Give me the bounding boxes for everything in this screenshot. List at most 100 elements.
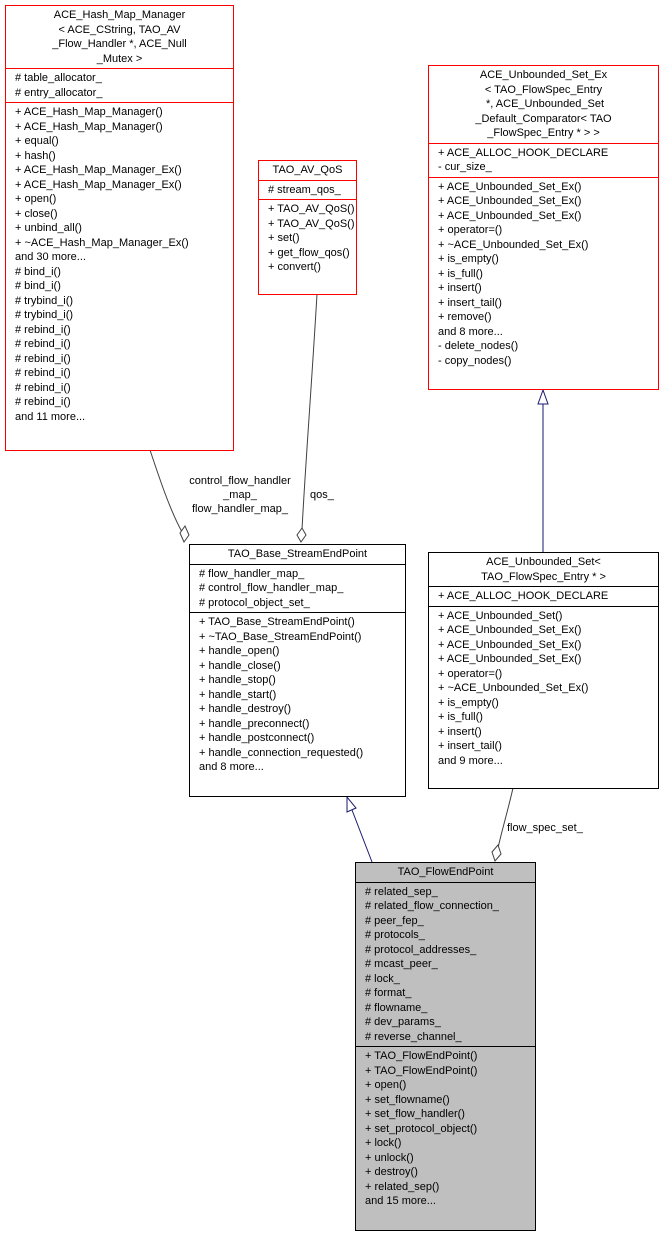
class-ace-hash-map-manager[interactable]: ACE_Hash_Map_Manager< ACE_CString, TAO_A…	[5, 5, 234, 451]
attribute-item[interactable]: # related_sep_	[365, 885, 438, 898]
method-item[interactable]: + ~TAO_Base_StreamEndPoint()	[199, 630, 362, 643]
method-item[interactable]: + ACE_Unbounded_Set_Ex()	[438, 209, 582, 222]
method-item[interactable]: + TAO_FlowEndPoint()	[365, 1050, 478, 1062]
attribute-item[interactable]: # protocols_	[365, 929, 425, 941]
attribute-item[interactable]: + ACE_ALLOC_HOOK_DECLARE	[438, 590, 609, 602]
method-item[interactable]: and 8 more...	[438, 325, 503, 338]
method-item[interactable]: + is_empty()	[438, 253, 499, 265]
class-name-line: ACE_Unbounded_Set<	[486, 556, 601, 568]
attribute-item[interactable]: # lock_	[365, 972, 400, 985]
method-item[interactable]: + unlock()	[365, 1151, 414, 1164]
method-item[interactable]: + set_flowname()	[365, 1093, 450, 1106]
method-item[interactable]: and 30 more...	[15, 251, 86, 263]
method-item[interactable]: + operator=()	[438, 224, 503, 236]
method-item[interactable]: + set_protocol_object()	[365, 1122, 478, 1135]
method-item[interactable]: # bind_i()	[15, 265, 61, 278]
attribute-item[interactable]: # protocol_object_set_	[199, 596, 310, 609]
attribute-item[interactable]: # flowname_	[365, 1001, 428, 1014]
method-item[interactable]: + insert_tail()	[438, 296, 502, 309]
method-item[interactable]: + TAO_AV_QoS()	[268, 217, 355, 230]
method-item[interactable]: # trybind_i()	[15, 309, 74, 321]
attribute-item[interactable]: # format_	[365, 987, 412, 999]
method-item[interactable]: + set()	[268, 232, 300, 244]
class-tao-flowendpoint[interactable]: TAO_FlowEndPoint# related_sep_# related_…	[355, 862, 536, 1231]
method-item[interactable]: + insert()	[438, 282, 482, 294]
attribute-item[interactable]: # entry_allocator_	[15, 86, 103, 99]
method-item[interactable]: + operator=()	[438, 667, 503, 680]
attribute-item[interactable]: - cur_size_	[438, 161, 492, 173]
method-item[interactable]: # rebind_i()	[15, 352, 71, 365]
method-item[interactable]: + convert()	[268, 261, 321, 273]
method-item[interactable]: + insert()	[438, 725, 482, 738]
attribute-item[interactable]: # flow_handler_map_	[199, 567, 305, 580]
attribute-item[interactable]: # dev_params_	[365, 1016, 441, 1028]
method-item[interactable]: + ACE_Unbounded_Set_Ex()	[438, 195, 582, 207]
class-tao-base-streamendpoint[interactable]: TAO_Base_StreamEndPoint# flow_handler_ma…	[189, 544, 406, 797]
method-item[interactable]: + ACE_Hash_Map_Manager()	[15, 120, 163, 133]
method-item[interactable]: - copy_nodes()	[438, 354, 512, 367]
method-item[interactable]: + ACE_Unbounded_Set_Ex()	[438, 638, 582, 651]
attribute-item[interactable]: # reverse_channel_	[365, 1030, 462, 1043]
attribute-item[interactable]: # table_allocator_	[15, 72, 102, 84]
method-item[interactable]: + is_empty()	[438, 696, 499, 709]
attribute-item[interactable]: # related_flow_connection_	[365, 900, 499, 912]
method-item[interactable]: + ACE_Hash_Map_Manager_Ex()	[15, 164, 182, 176]
class-ace-unbounded-set-ex[interactable]: ACE_Unbounded_Set_Ex< TAO_FlowSpec_Entry…	[428, 65, 659, 390]
method-item[interactable]: + ACE_Hash_Map_Manager()	[15, 106, 163, 118]
method-item[interactable]: and 15 more...	[365, 1195, 436, 1207]
method-item[interactable]: + ~ACE_Unbounded_Set_Ex()	[438, 682, 589, 694]
method-item[interactable]: # rebind_i()	[15, 367, 71, 379]
method-item[interactable]: + handle_preconnect()	[199, 717, 310, 730]
method-item[interactable]: + get_flow_qos()	[268, 246, 350, 259]
method-item[interactable]: + handle_postconnect()	[199, 732, 315, 744]
method-item[interactable]: + ACE_Unbounded_Set()	[438, 609, 563, 622]
attribute-item[interactable]: + ACE_ALLOC_HOOK_DECLARE	[438, 146, 609, 159]
method-item[interactable]: + handle_connection_requested()	[199, 746, 364, 759]
method-item[interactable]: # bind_i()	[15, 280, 61, 292]
method-item[interactable]: + set_flow_handler()	[365, 1108, 465, 1120]
method-item[interactable]: + ~ACE_Unbounded_Set_Ex()	[438, 238, 589, 251]
method-item[interactable]: + equal()	[15, 135, 59, 147]
class-tao-av-qos[interactable]: TAO_AV_QoS# stream_qos_+ TAO_AV_QoS()+ T…	[258, 160, 357, 295]
method-item[interactable]: + open()	[365, 1079, 407, 1091]
method-item[interactable]: + is_full()	[438, 711, 483, 723]
method-item[interactable]: and 9 more...	[438, 754, 503, 767]
method-item[interactable]: + close()	[15, 207, 58, 220]
method-item[interactable]: + lock()	[365, 1137, 402, 1149]
class-ace-unbounded-set[interactable]: ACE_Unbounded_Set<TAO_FlowSpec_Entry * >…	[428, 552, 659, 789]
method-item[interactable]: + unbind_all()	[15, 222, 82, 234]
method-item[interactable]: + ~ACE_Hash_Map_Manager_Ex()	[15, 236, 189, 249]
method-item[interactable]: # rebind_i()	[15, 338, 71, 350]
attribute-item[interactable]: # protocol_addresses_	[365, 943, 477, 956]
method-item[interactable]: - delete_nodes()	[438, 340, 519, 352]
method-item[interactable]: # rebind_i()	[15, 381, 71, 394]
method-item[interactable]: + handle_start()	[199, 688, 277, 701]
attribute-item[interactable]: # stream_qos_	[268, 183, 341, 196]
attribute-item[interactable]: # control_flow_handler_map_	[199, 582, 344, 594]
method-item[interactable]: + ACE_Unbounded_Set_Ex()	[438, 180, 582, 193]
method-item[interactable]: + hash()	[15, 149, 56, 162]
method-item[interactable]: + insert_tail()	[438, 740, 502, 752]
method-item[interactable]: + handle_open()	[199, 645, 280, 657]
method-item[interactable]: + destroy()	[365, 1166, 418, 1178]
method-item[interactable]: # trybind_i()	[15, 294, 74, 307]
method-item[interactable]: + ACE_Unbounded_Set_Ex()	[438, 624, 582, 636]
method-item[interactable]: + open()	[15, 193, 57, 205]
method-item[interactable]: + TAO_Base_StreamEndPoint()	[199, 616, 355, 628]
method-item[interactable]: + ACE_Hash_Map_Manager_Ex()	[15, 178, 182, 191]
method-item[interactable]: and 8 more...	[199, 761, 264, 773]
method-item[interactable]: + handle_destroy()	[199, 703, 292, 715]
method-item[interactable]: # rebind_i()	[15, 323, 71, 336]
attribute-item[interactable]: # peer_fep_	[365, 914, 424, 927]
method-item[interactable]: + TAO_AV_QoS()	[268, 203, 355, 215]
method-item[interactable]: + is_full()	[438, 267, 483, 280]
method-item[interactable]: + ACE_Unbounded_Set_Ex()	[438, 653, 582, 665]
method-item[interactable]: + TAO_FlowEndPoint()	[365, 1064, 478, 1077]
method-item[interactable]: + related_sep()	[365, 1180, 440, 1193]
method-item[interactable]: and 11 more...	[15, 410, 86, 423]
method-item[interactable]: # rebind_i()	[15, 396, 71, 408]
attribute-item[interactable]: # mcast_peer_	[365, 958, 438, 970]
method-item[interactable]: + remove()	[438, 311, 492, 323]
method-item[interactable]: + handle_stop()	[199, 674, 276, 686]
method-item[interactable]: + handle_close()	[199, 659, 281, 672]
